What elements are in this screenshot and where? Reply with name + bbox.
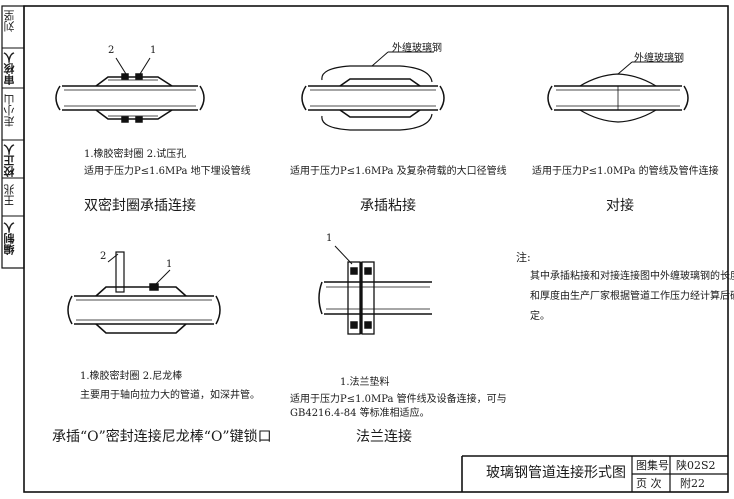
caption-flange: 法兰连接: [356, 429, 412, 445]
page-number-label: 页 次: [636, 477, 662, 490]
usage-note-line-2: GB4216.4-84 等标准相适应。: [290, 408, 430, 419]
checker-signature: 走小山: [3, 94, 16, 127]
pipe-drawing-double-seal: [55, 57, 205, 123]
caption-nylon-rod-lock: 承插“O”密封连接尼龙棒“O”键锁口: [52, 429, 272, 445]
approver-label: 审核人: [3, 52, 16, 85]
callout-1: 1: [326, 233, 333, 244]
page-number-value: 附22: [680, 477, 705, 490]
pipe-drawing-flange: [318, 245, 432, 335]
overwrap-label: 外缠玻璃钢: [634, 53, 684, 64]
pipe-drawing-nylon-rod-lock: [67, 251, 221, 334]
caption-double-seal: 双密封圈承插连接: [84, 198, 196, 214]
notes-line: 和厚度由生产厂家根据管道工作压力经计算后确: [530, 291, 734, 302]
usage-note: 主要用于轴向拉力大的管道，如深井管。: [80, 390, 260, 401]
notes-line: 其中承插粘接和对接连接图中外缠玻璃钢的长度: [530, 271, 734, 282]
atlas-number-label: 图集号: [636, 459, 669, 472]
caption-socket-bonding: 承插粘接: [360, 198, 416, 214]
side-strip-frame: [1, 5, 25, 269]
designer-label: 编制人: [3, 222, 16, 255]
pipe-drawing-socket-bonding: [301, 51, 445, 131]
usage-note: 适用于压力P≤1.6MPa 及复杂荷载的大口径管线: [290, 166, 507, 177]
parts-note: 1.橡胶密封圈 2.尼龙棒: [80, 371, 183, 382]
overwrap-label: 外缠玻璃钢: [392, 43, 442, 54]
callout-2: 2: [108, 45, 115, 56]
atlas-number-value: 陕02S2: [676, 459, 716, 472]
notes-line: 定。: [530, 311, 550, 322]
callout-1: 1: [166, 259, 173, 270]
parts-note: 1.法兰垫料: [340, 377, 390, 388]
approver-signature: 刘坚: [3, 10, 16, 32]
title-block: [461, 455, 728, 492]
usage-note: 适用于压力P≤1.6MPa 地下埋设管线: [84, 166, 251, 177]
callout-1: 1: [150, 45, 157, 56]
checker-label: 校正人: [3, 144, 16, 177]
parts-note: 1.橡胶密封圈 2.试压孔: [84, 149, 187, 160]
designer-signature: 王兆: [3, 184, 16, 206]
caption-butt-joint: 对接: [606, 198, 634, 214]
usage-note: 适用于压力P≤1.0MPa 的管线及管件连接: [532, 166, 719, 177]
callout-2: 2: [100, 251, 107, 262]
drawing-title: 玻璃钢管道连接形式图: [486, 465, 626, 481]
usage-note-line-1: 适用于压力P≤1.0MPa 管件线及设备连接，可与: [290, 394, 507, 405]
notes-heading: 注:: [516, 251, 531, 264]
pipe-drawing-butt-joint: [547, 61, 689, 123]
